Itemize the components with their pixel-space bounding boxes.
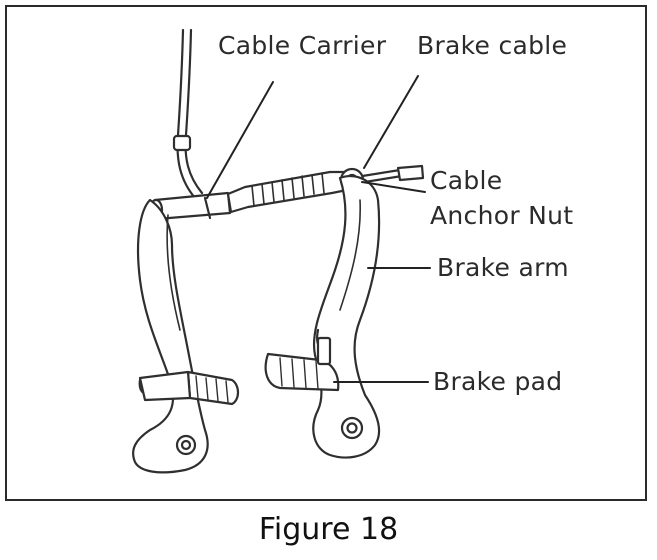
label-brake-arm: Brake arm — [437, 253, 569, 282]
cable-boot — [226, 170, 349, 214]
label-brake-pad: Brake pad — [433, 367, 563, 396]
label-cable-anchor-nut-line2: Anchor Nut — [430, 201, 574, 230]
leader-cable-carrier — [206, 81, 274, 199]
right-brake-arm — [312, 174, 381, 459]
figure-caption: Figure 18 — [258, 512, 399, 547]
left-brake-arm — [132, 198, 209, 474]
label-cable-anchor-nut-line1: Cable — [430, 166, 503, 195]
right-brake-pad — [264, 336, 340, 392]
label-cable-carrier: Cable Carrier — [218, 31, 387, 60]
leader-cable-anchor-nut — [361, 181, 426, 193]
cable-carrier-housing — [172, 28, 204, 200]
leader-lines — [206, 75, 431, 383]
label-brake-cable: Brake cable — [417, 31, 568, 60]
leader-brake-cable — [363, 75, 419, 169]
left-brake-pad — [138, 370, 240, 406]
